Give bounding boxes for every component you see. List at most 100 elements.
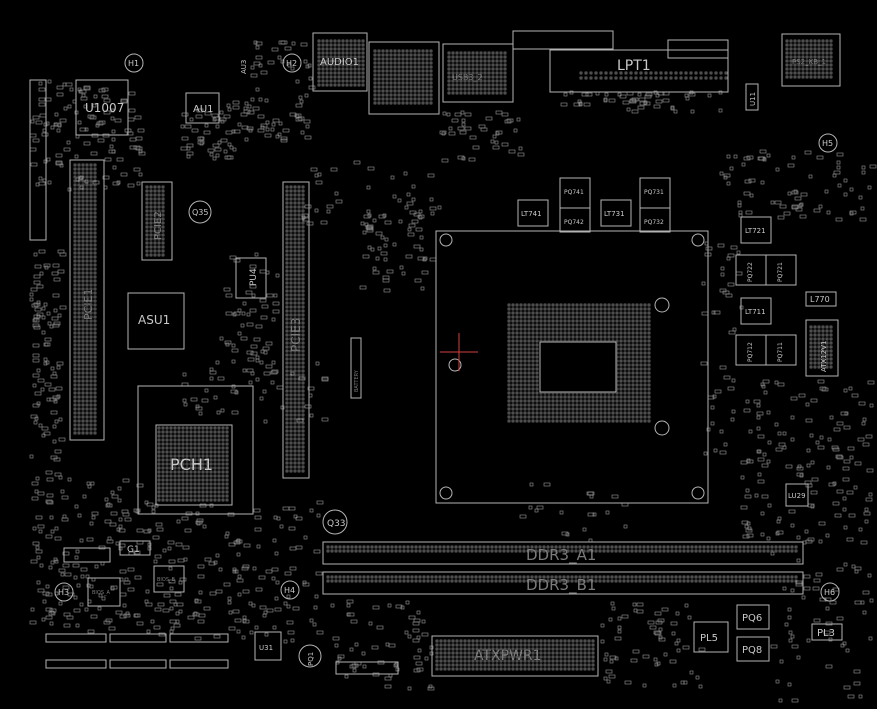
usb-label: USB3_2 <box>452 73 483 82</box>
socket-corner-hole-bl <box>439 486 453 500</box>
pq721-mosfet <box>765 254 797 286</box>
u1007-chip <box>75 79 129 136</box>
q35-part <box>188 200 212 224</box>
ddr3-a1-label: DDR3_A1 <box>526 546 596 565</box>
ddr3-b1-slot <box>322 571 804 595</box>
bottom-header-4 <box>45 659 107 669</box>
h3-mount-hole <box>54 582 74 602</box>
atx12v-label: ATX12V1 <box>820 341 828 372</box>
pcie2-label: PCIE2 <box>153 211 164 240</box>
lpt1-connector <box>549 49 729 93</box>
pch1-package <box>155 424 233 506</box>
pq722-label: PQ722 <box>747 262 754 282</box>
pq711-label: PQ711 <box>777 342 784 362</box>
pcie1-label: PCIE1 <box>82 288 95 320</box>
lt731-inductor <box>600 199 632 227</box>
pl3-inductor <box>811 623 843 641</box>
u11-label: U11 <box>749 92 757 106</box>
socket-crosshair-marker <box>440 333 478 371</box>
atxpwr1-connector <box>431 635 599 677</box>
u31-chip <box>254 631 282 661</box>
socket-hole-right <box>654 297 670 313</box>
bios-a-label: BIOS_A <box>92 590 111 596</box>
pq1-part <box>298 644 322 668</box>
front-panel-header <box>63 547 111 563</box>
u31-label: U31 <box>259 644 273 652</box>
pq741-label: PQ741 <box>564 189 584 196</box>
audio1-connector <box>312 32 368 92</box>
cpu-die-keepout <box>539 341 617 393</box>
cpu-socket-outline <box>435 230 709 504</box>
u1007-label: U1007 <box>85 101 124 115</box>
bottom-header-1 <box>45 633 107 643</box>
pq732-label: PQ732 <box>644 219 664 226</box>
bios-b-chip <box>153 565 185 593</box>
usb-stack-connector <box>368 41 440 115</box>
bottom-header-6 <box>169 659 229 669</box>
lt741-label: LT741 <box>521 210 542 218</box>
h5-mount-hole <box>818 133 838 153</box>
socket-hole-left-mid <box>448 358 462 372</box>
pq721-label: PQ721 <box>777 262 784 282</box>
lt731-label: LT731 <box>604 210 625 218</box>
audio1-label: AUDIO1 <box>320 57 359 68</box>
socket-corner-hole-tl <box>439 233 453 247</box>
l770-label: L770 <box>810 295 830 304</box>
pq712-label: PQ712 <box>747 342 754 362</box>
lpt1-shield-right <box>667 39 729 59</box>
pcie3-slot <box>282 181 310 479</box>
au1-chip <box>185 92 220 124</box>
lt711-inductor <box>740 297 772 325</box>
ddr3-a1-slot <box>322 541 804 565</box>
pq732-mosfet <box>639 207 671 233</box>
bios-a-chip <box>87 577 121 607</box>
q35-label: Q35 <box>192 208 208 217</box>
pcie2-slot <box>141 181 173 261</box>
pu4-label: PU4 <box>249 268 259 286</box>
h3-label: H3 <box>58 588 69 597</box>
battery-holder <box>350 337 362 399</box>
atx12v-connector <box>805 319 839 377</box>
l770-inductor <box>805 291 837 307</box>
bottom-header-2 <box>109 633 167 643</box>
h1-mount-hole <box>124 53 144 73</box>
pq8-mosfet <box>736 636 770 662</box>
pl3-label: PL3 <box>817 628 835 639</box>
pq731-label: PQ731 <box>644 189 664 196</box>
h4-mount-hole <box>280 580 300 600</box>
component-pads <box>29 39 877 703</box>
lu29-chip <box>785 483 809 507</box>
bottom-header-5 <box>109 659 167 669</box>
lpt1-shield-top <box>512 30 614 50</box>
g1-crystal <box>119 540 151 556</box>
h5-label: H5 <box>822 139 833 148</box>
socket-hole-right-low <box>654 420 670 436</box>
bottom-header-3 <box>169 633 229 643</box>
pch1-label: PCH1 <box>170 455 213 474</box>
asu1-chip <box>127 292 185 350</box>
g1-label: G1 <box>127 545 140 555</box>
lt711-label: LT711 <box>745 308 766 316</box>
lpt1-label: LPT1 <box>617 58 651 74</box>
lt721-inductor <box>740 216 772 244</box>
pq742-mosfet <box>559 207 591 233</box>
ps2-label: PS2_KB_1 <box>792 58 826 66</box>
ddr3-b1-label: DDR3_B1 <box>526 576 596 595</box>
pq742-label: PQ742 <box>564 219 584 226</box>
h2-mount-hole <box>282 53 302 73</box>
pq8-label: PQ8 <box>742 645 762 656</box>
battery-label: BATTERY <box>354 369 360 392</box>
left-header-strip <box>29 79 47 241</box>
socket-corner-hole-tr <box>691 233 705 247</box>
pq6-label: PQ6 <box>742 613 762 624</box>
q33-part <box>322 509 348 535</box>
pq711-mosfet <box>765 334 797 366</box>
atxpwr1-label: ATXPWR1 <box>474 648 542 664</box>
q33-label: Q33 <box>327 519 346 529</box>
pu4-chip <box>235 257 267 299</box>
au1-label: AU1 <box>193 104 214 115</box>
bottom-header-7 <box>335 661 399 675</box>
asu1-label: ASU1 <box>138 313 170 327</box>
lu29-label: LU29 <box>788 492 806 500</box>
